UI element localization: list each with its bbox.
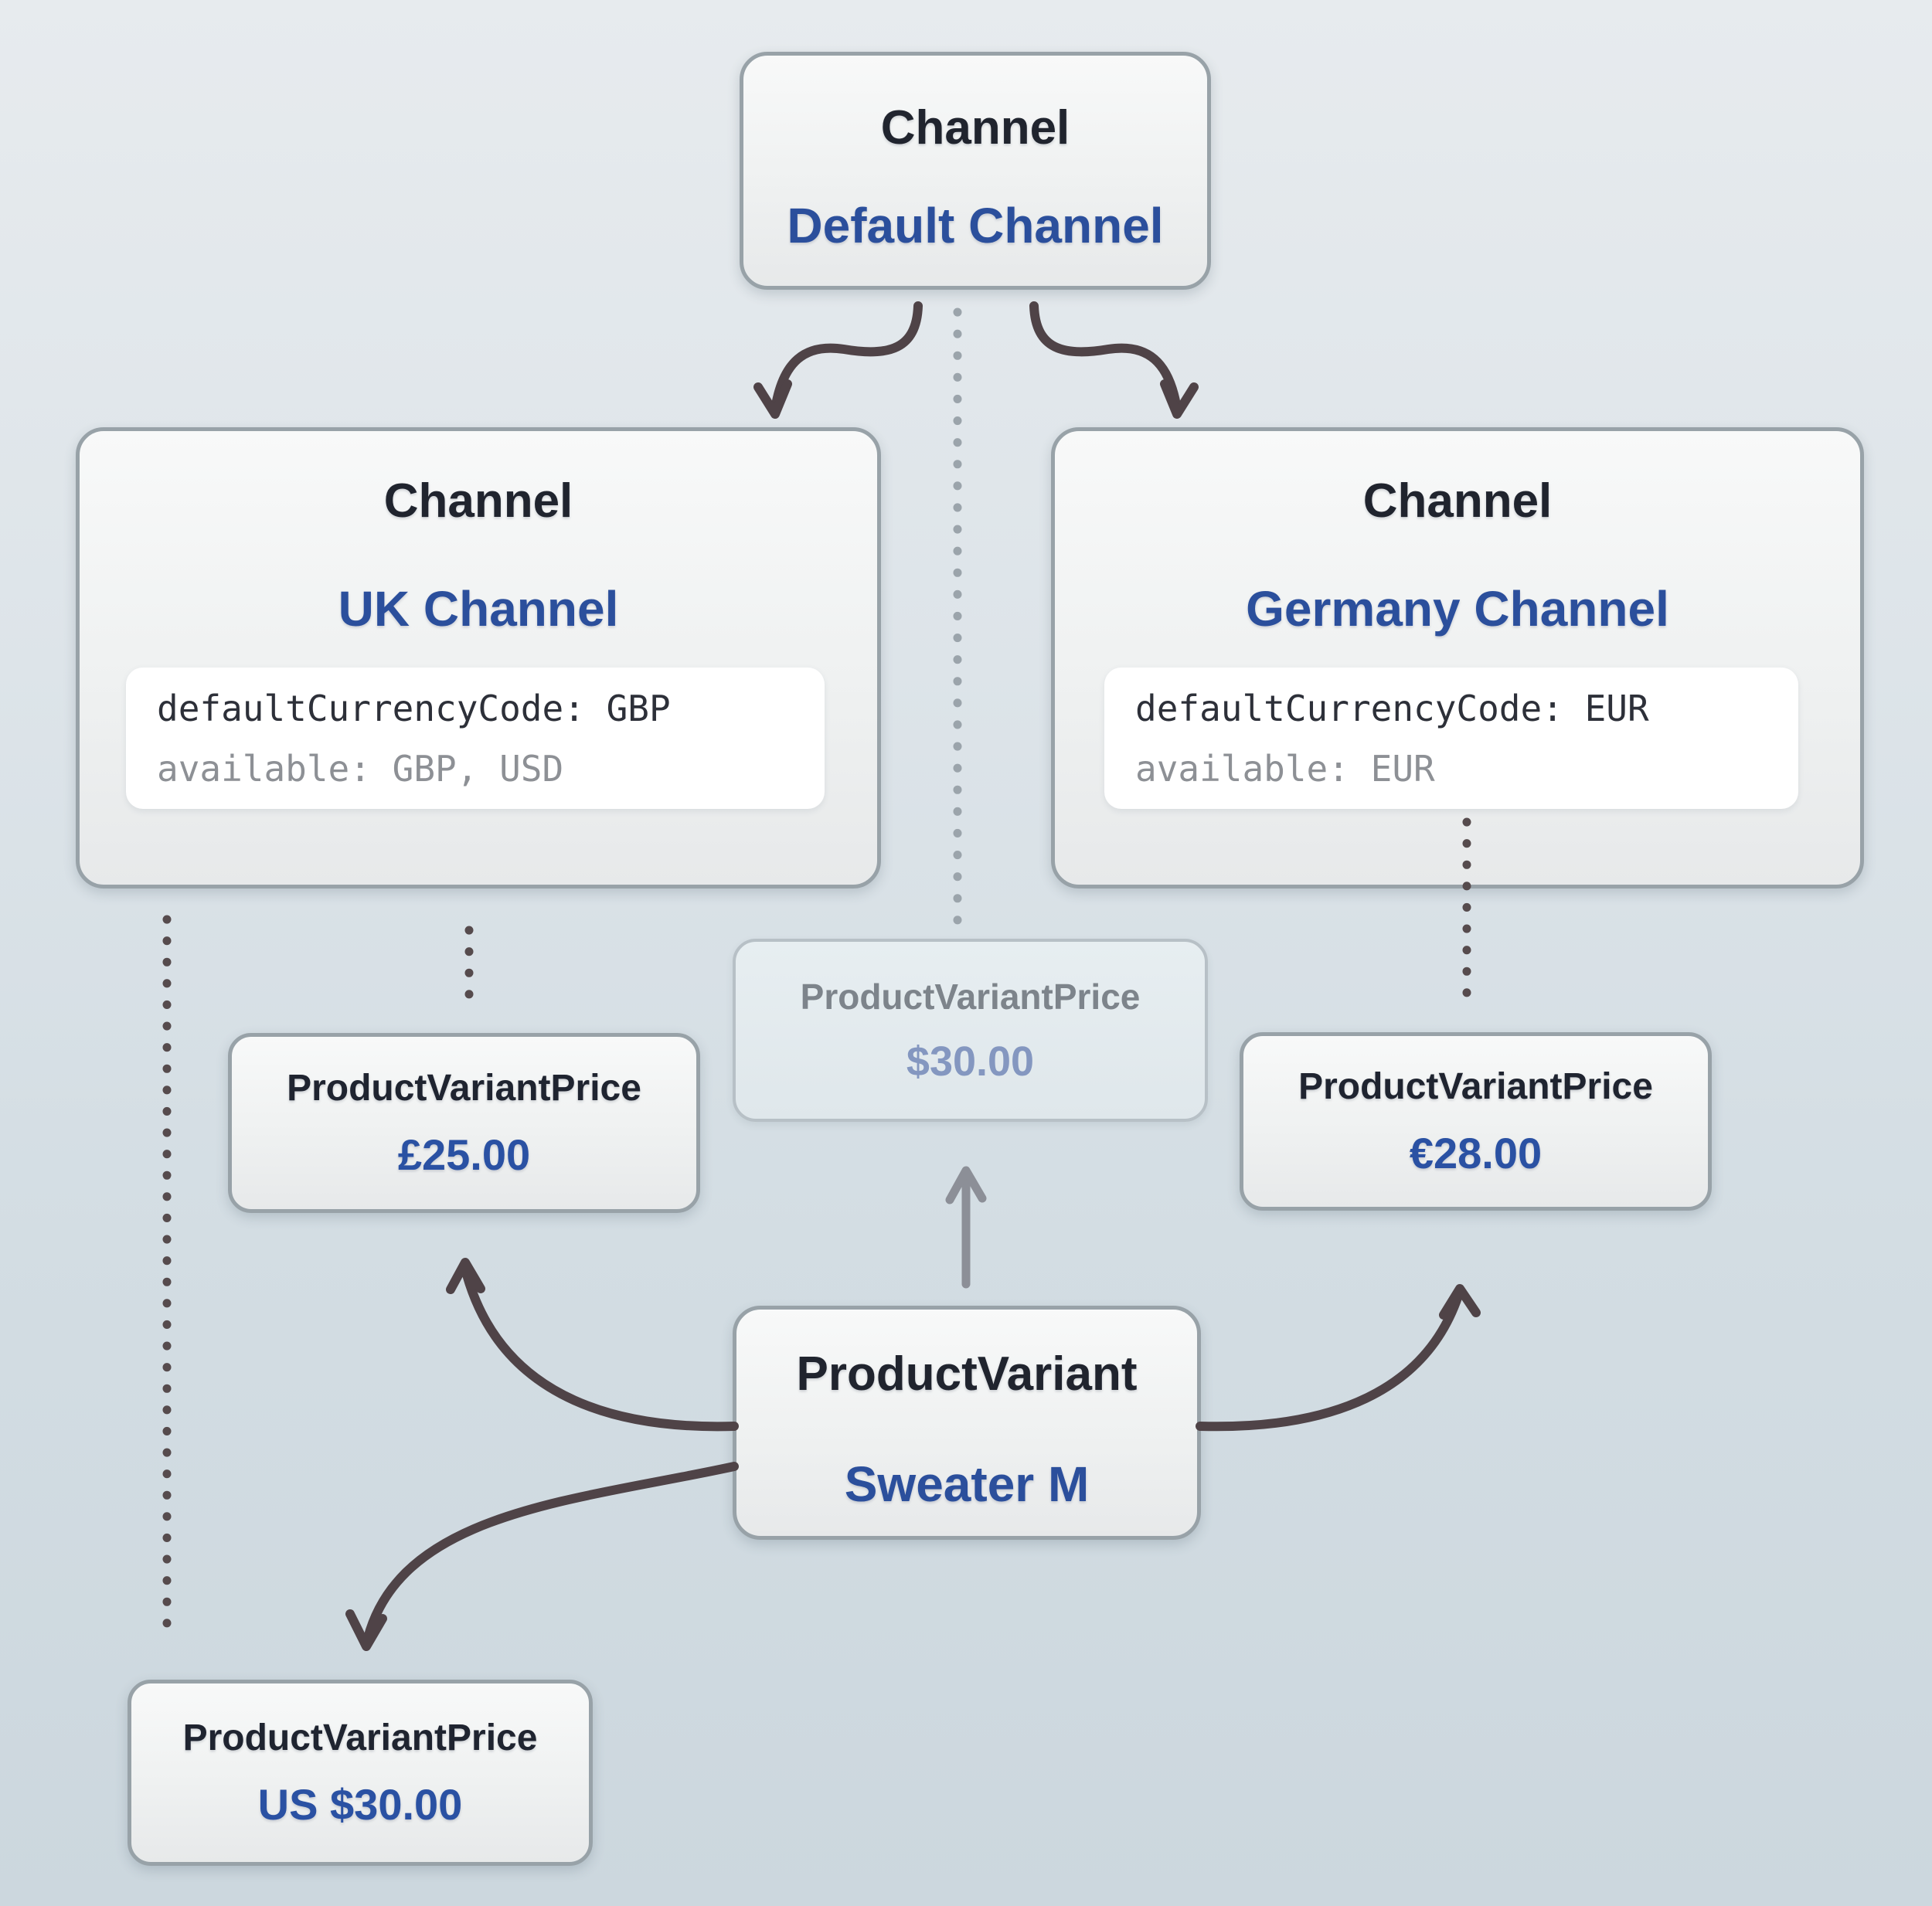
currency-code-panel: defaultCurrencyCode: GBP available: GBP,… — [126, 668, 825, 809]
node-type-label: Channel — [1362, 474, 1553, 528]
node-default-price: ProductVariantPrice $30.00 — [733, 939, 1208, 1122]
node-uk-price: ProductVariantPrice £25.00 — [228, 1033, 700, 1213]
price-value: £25.00 — [397, 1130, 531, 1179]
edge-product-variant-to-uk-price — [446, 1258, 739, 1432]
node-default-channel: Channel Default Channel — [740, 52, 1211, 290]
arrowhead-up-icon — [446, 1258, 485, 1294]
default-currency-code: defaultCurrencyCode: GBP — [157, 687, 671, 729]
edge-curve — [363, 1462, 739, 1643]
node-name-label: UK Channel — [338, 581, 619, 637]
arrowhead-down-icon — [753, 379, 792, 419]
edge-default-channel-to-germany-channel — [1029, 301, 1199, 419]
available-currencies: available: EUR — [1135, 747, 1435, 790]
node-name-label: Default Channel — [787, 198, 1164, 253]
node-product-variant: ProductVariant Sweater M — [733, 1306, 1201, 1540]
node-type-label: ProductVariantPrice — [800, 976, 1141, 1017]
price-value: US $30.00 — [257, 1779, 463, 1829]
available-currencies: available: GBP, USD — [157, 747, 564, 790]
edge-default-channel-to-uk-channel — [753, 301, 923, 419]
currency-code-panel: defaultCurrencyCode: EUR available: EUR — [1104, 668, 1798, 809]
price-value: $30.00 — [906, 1038, 1035, 1085]
arrowhead-down-icon — [345, 1609, 387, 1651]
default-currency-code: defaultCurrencyCode: EUR — [1135, 687, 1649, 729]
node-us-price: ProductVariantPrice US $30.00 — [128, 1680, 593, 1866]
arrowhead-up-icon — [1439, 1284, 1481, 1320]
node-type-label: Channel — [383, 474, 573, 528]
edge-curve — [1029, 301, 1181, 409]
edge-product-variant-to-germany-price — [1196, 1284, 1481, 1432]
node-germany-channel: Channel Germany Channel defaultCurrencyC… — [1051, 427, 1864, 888]
node-type-label: ProductVariantPrice — [182, 1717, 538, 1758]
node-type-label: ProductVariant — [796, 1347, 1138, 1401]
node-type-label: ProductVariantPrice — [1298, 1065, 1653, 1107]
edge-curve — [1196, 1291, 1463, 1432]
node-name-label: Sweater M — [844, 1456, 1090, 1512]
node-germany-price: ProductVariantPrice €28.00 — [1240, 1032, 1712, 1211]
edge-product-variant-to-us-price — [345, 1462, 739, 1651]
node-type-label: ProductVariantPrice — [287, 1067, 641, 1109]
node-name-label: Germany Channel — [1246, 581, 1669, 637]
node-uk-channel: Channel UK Channel defaultCurrencyCode: … — [76, 427, 881, 888]
edge-product-variant-to-default-price — [945, 1166, 987, 1289]
arrowhead-down-icon — [1160, 379, 1199, 419]
arrowhead-up-icon — [945, 1166, 987, 1204]
node-type-label: Channel — [880, 101, 1070, 155]
edge-curve — [771, 301, 923, 409]
edge-curve — [462, 1270, 739, 1432]
price-value: €28.00 — [1409, 1128, 1543, 1177]
